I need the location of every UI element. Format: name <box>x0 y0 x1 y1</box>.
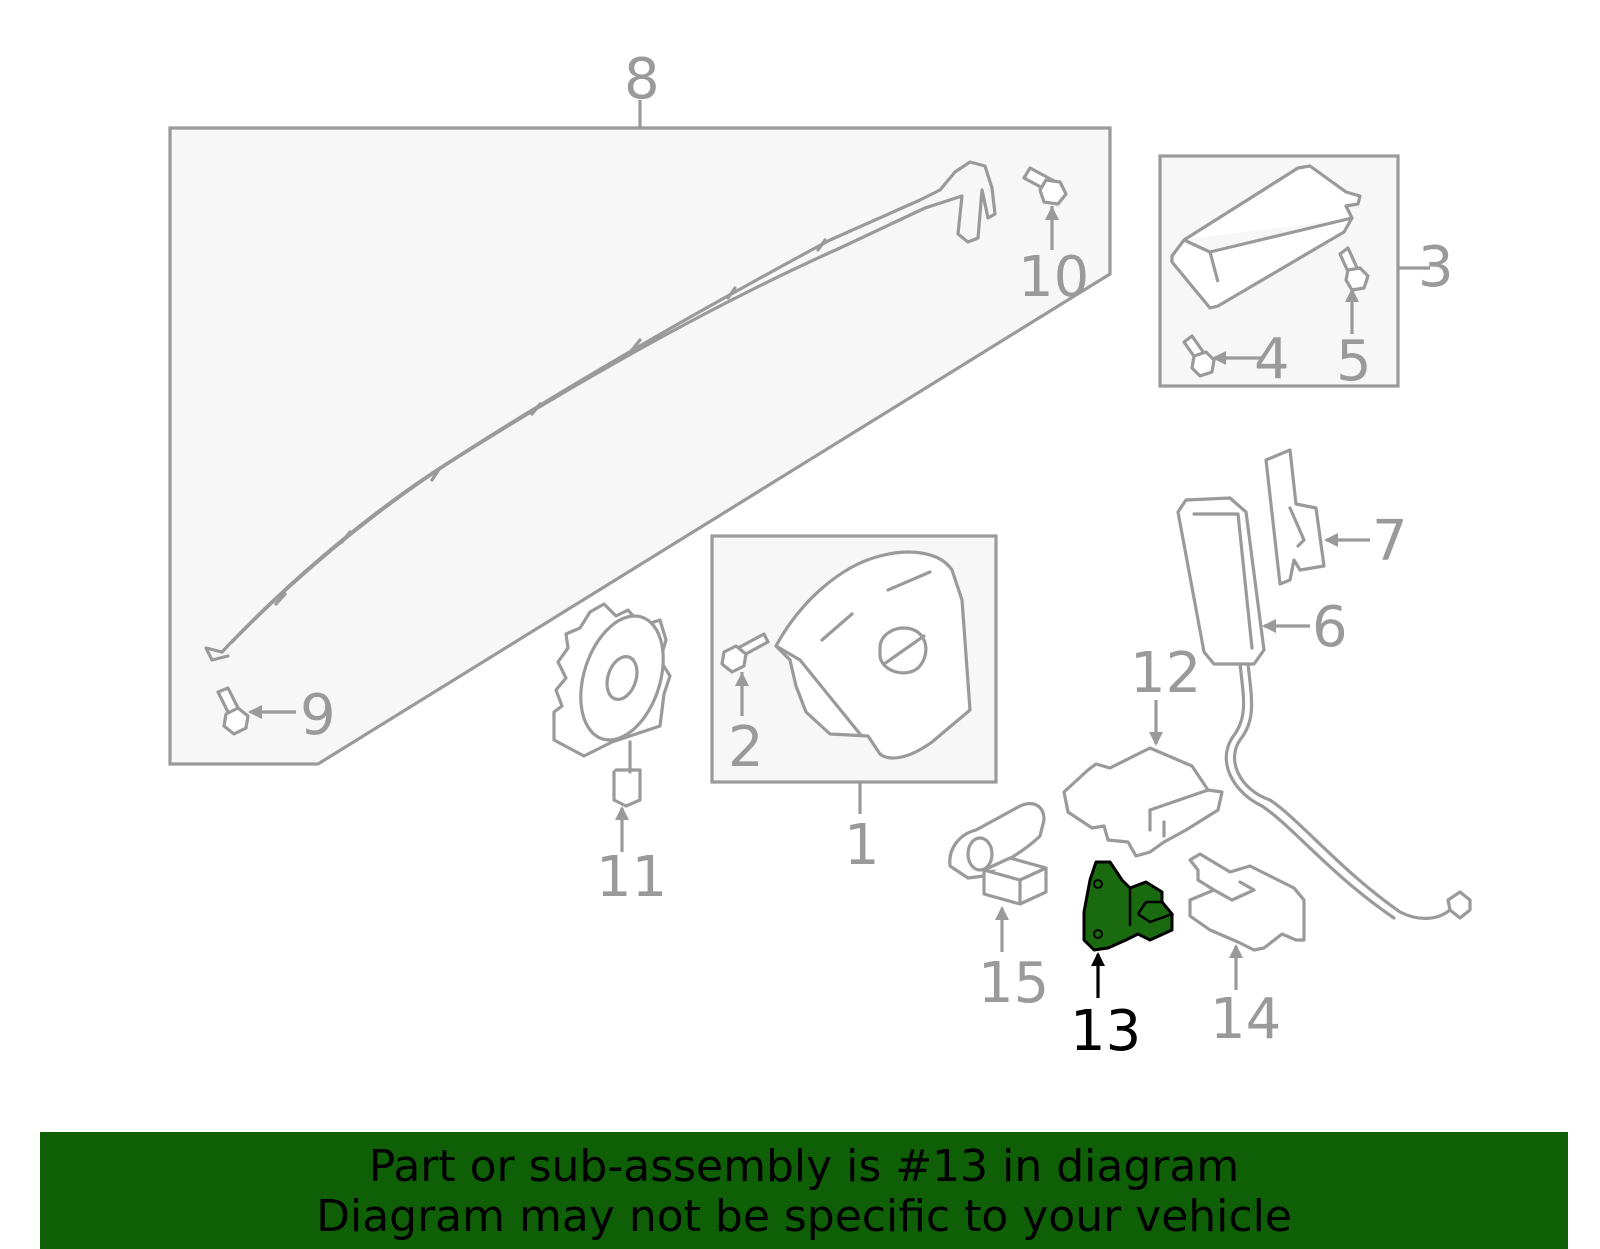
callout-5: 5 <box>1336 329 1372 394</box>
callout-9: 9 <box>300 683 336 748</box>
info-banner: Part or sub-assembly is #13 in diagram D… <box>40 1132 1568 1249</box>
callout-15: 15 <box>978 951 1049 1016</box>
callout-13: 13 <box>1070 999 1141 1064</box>
bolt-2 <box>720 632 770 674</box>
bolt-10 <box>1022 166 1068 206</box>
callout-7: 7 <box>1372 509 1408 574</box>
side-airbag <box>1176 496 1472 920</box>
highlighted-sensor-13 <box>1082 860 1175 998</box>
driver-airbag-group <box>710 534 998 814</box>
impact-sensor-15 <box>948 802 1048 952</box>
callout-10: 10 <box>1018 245 1089 310</box>
banner-line-2: Diagram may not be specific to your vehi… <box>316 1191 1292 1242</box>
callout-4: 4 <box>1254 327 1290 392</box>
callout-11: 11 <box>596 845 667 910</box>
callout-3: 3 <box>1418 235 1454 300</box>
airbag-control-module <box>1062 700 1224 858</box>
curtain-airbag <box>204 160 997 662</box>
callout-6: 6 <box>1312 595 1348 660</box>
banner-line-1: Part or sub-assembly is #13 in diagram <box>368 1141 1240 1192</box>
callout-14: 14 <box>1210 987 1281 1052</box>
bolt-9 <box>216 686 250 736</box>
callout-1: 1 <box>844 813 880 878</box>
bolt-5 <box>1338 246 1370 292</box>
curtain-airbag-group <box>168 100 1112 766</box>
callout-box-8 <box>168 126 1112 766</box>
clock-spring <box>552 602 672 852</box>
side-airbag-bracket <box>1264 448 1370 586</box>
bolt-4 <box>1182 334 1216 378</box>
callout-12: 12 <box>1130 641 1201 706</box>
sensor-bracket-14 <box>1188 852 1306 990</box>
passenger-airbag <box>1170 164 1362 310</box>
callout-8: 8 <box>624 47 660 112</box>
part-13 <box>1082 860 1174 952</box>
callout-2: 2 <box>728 715 764 780</box>
passenger-airbag-group <box>1158 154 1430 388</box>
callout-labels: 8 3 10 4 5 7 6 12 9 2 1 11 15 13 14 <box>300 47 1454 1064</box>
driver-airbag <box>774 550 972 760</box>
parts-diagram: 8 3 10 4 5 7 6 12 9 2 1 11 15 13 14 <box>168 47 1472 1064</box>
